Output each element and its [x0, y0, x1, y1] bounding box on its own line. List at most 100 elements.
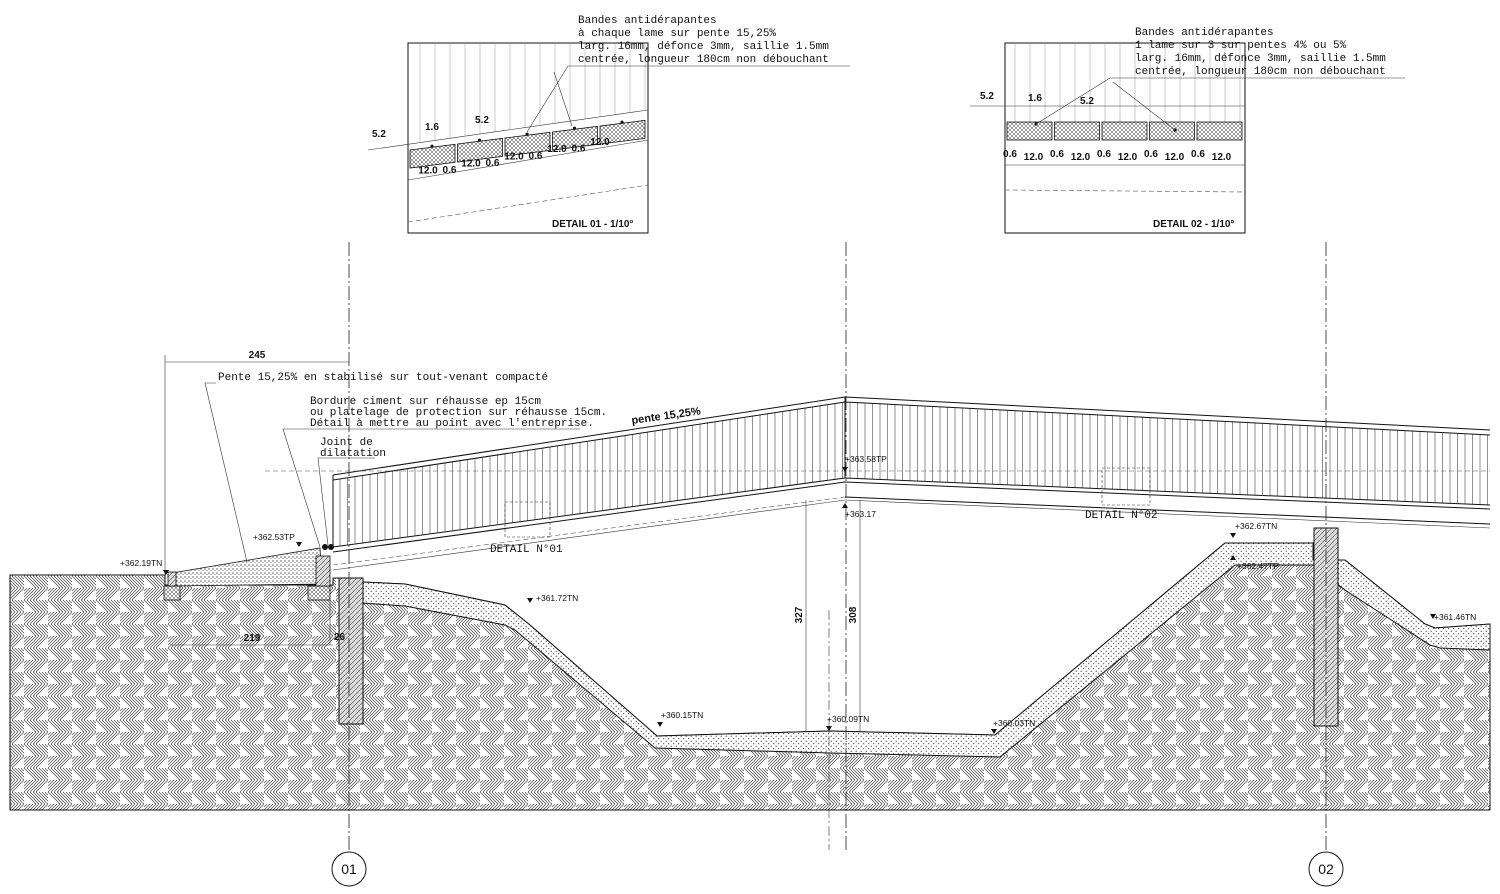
detail-01-note-1: Bandes antidérapantes — [578, 15, 717, 27]
fill-layer — [361, 542, 1491, 758]
axis-02-bubble — [1308, 851, 1344, 887]
note-bordure-2: ou platelage de protection sur réhausse … — [310, 407, 607, 419]
d2-dim-bottom: 12.0 — [1118, 152, 1138, 163]
level-l10: +362.47TP — [1230, 555, 1279, 571]
detail-01-note-2: à chaque lame sur pente 15,25% — [578, 28, 776, 40]
svg-text:+362.67TN: +362.67TN — [1235, 521, 1277, 531]
d1-dim-bottom: 0.6 — [443, 165, 457, 176]
axis-02-label: 02 — [1318, 861, 1334, 877]
svg-text:+361.46TN: +361.46TN — [1434, 612, 1476, 622]
d1-plank — [457, 137, 503, 163]
detail-01-note-3: larg. 16mm, défonce 3mm, saillie 1.5mm — [578, 41, 829, 53]
dim-327-label: 327 — [794, 606, 805, 623]
dim-219: 219 — [170, 633, 333, 646]
svg-text:+360.15TN: +360.15TN — [661, 710, 703, 720]
axis-01-label: 01 — [341, 861, 357, 877]
note-bordure-1: Bordure ciment sur réhausse ep 15cm — [310, 396, 541, 408]
d1-dim-bottom: 12.0 — [547, 144, 567, 155]
curb-block — [167, 571, 177, 587]
d1-plank — [504, 131, 551, 157]
leader-pente — [204, 382, 248, 563]
detail-02-ref: DETAIL N°02 — [1085, 510, 1158, 522]
detail-02-leader-b — [1112, 81, 1176, 131]
svg-text:+362.47TP: +362.47TP — [1237, 561, 1279, 571]
note-pente: Pente 15,25% en stabilisé sur tout-venan… — [218, 372, 548, 384]
level-l7: +360.09TN — [826, 714, 869, 731]
detail-02-note-1: Bandes antidérapantes — [1135, 27, 1274, 39]
d1-strip-marker — [525, 132, 529, 136]
svg-text:+363.17: +363.17 — [845, 509, 876, 519]
note-bordure-3: Détail à mettre au point avec l'entrepri… — [310, 418, 594, 430]
dim-219-label: 219 — [244, 633, 261, 644]
d1-dim-top-2: 1.6 — [425, 122, 439, 133]
d2-plank — [1101, 121, 1148, 141]
svg-text:+362.19TN: +362.19TN — [120, 558, 162, 568]
level-l6: +360.15TN — [657, 710, 703, 727]
d2-plank — [1054, 121, 1100, 141]
detail-01-leader-a — [526, 65, 850, 133]
detail-02-leader-a — [1035, 77, 1405, 125]
bordure-footing — [307, 585, 331, 601]
d1-dim-bottom: 0.6 — [486, 158, 500, 169]
d1-dim-bottom: 12.0 — [461, 159, 481, 170]
dim-245: 245 — [164, 350, 349, 575]
bordure-block — [315, 555, 331, 587]
svg-text:+360.03TN: +360.03TN — [993, 718, 1035, 728]
level-l11: +361.46TN — [1430, 612, 1476, 622]
d2-dim-bottom: 0.6 — [1191, 149, 1205, 160]
d2-dim-top-1: 5.2 — [980, 91, 994, 102]
svg-text:+361.72TN: +361.72TN — [536, 593, 578, 603]
d2-plank — [1006, 121, 1053, 141]
d2-dim-bottom: 12.0 — [1071, 152, 1091, 163]
pile-01 — [338, 577, 364, 725]
bridge-deck — [332, 477, 1491, 571]
d2-dim-top-3: 5.2 — [1080, 96, 1094, 107]
note-joint-2: dilatation — [320, 448, 386, 460]
d2-dim-bottom: 12.0 — [1212, 152, 1232, 163]
detail-02-caption: DETAIL 02 - 1/10° — [1153, 219, 1234, 230]
d2-dim-bottom: 12.0 — [1165, 152, 1185, 163]
curb-footing — [163, 585, 181, 601]
detail-01-ref: DETAIL N°01 — [490, 544, 563, 556]
detail-02-marker — [1101, 467, 1151, 506]
d1-dim-bottom: 0.6 — [572, 144, 586, 155]
d1-dim-bottom: 0.6 — [529, 151, 543, 162]
level-l5: +363.17 — [842, 503, 876, 519]
dim-245-label: 245 — [249, 350, 266, 361]
d1-strip-marker — [620, 120, 624, 124]
d2-dim-bottom: 12.0 — [1024, 152, 1044, 163]
d1-plank — [409, 143, 456, 169]
dim-308-label: 308 — [848, 606, 859, 623]
d2-dim-bottom: 0.6 — [1097, 149, 1111, 160]
detail-01-caption: DETAIL 01 - 1/10° — [552, 219, 633, 230]
dim-26-label: 26 — [334, 632, 346, 643]
pente-label: pente 15,25% — [631, 405, 702, 427]
d1-strip-marker — [430, 144, 434, 148]
d2-dim-top-2: 1.6 — [1028, 93, 1042, 104]
detail-02-note-2: 1 lame sur 3 sur pentes 4% ou 5% — [1135, 40, 1347, 52]
svg-text:+362.53TP: +362.53TP — [253, 532, 295, 542]
d1-strip-marker — [572, 126, 577, 130]
axis-01-bubble — [331, 851, 367, 887]
gravel-slope — [171, 547, 323, 587]
leader-joint — [317, 457, 375, 546]
d2-plank — [1149, 121, 1195, 141]
d2-dim-bottom: 0.6 — [1144, 149, 1158, 160]
level-l8: +360.03TN — [991, 718, 1035, 734]
detail-01-note-4: centrée, longueur 180cm non débouchant — [578, 54, 829, 66]
svg-text:+363.58TP: +363.58TP — [845, 454, 887, 464]
d1-dim-top-1: 5.2 — [372, 129, 386, 140]
d1-plank — [552, 125, 598, 151]
d2-plank — [1196, 121, 1243, 141]
level-l9: +362.67TN — [1230, 521, 1277, 538]
dim-327: 327 — [794, 500, 807, 731]
d1-dim-bottom: 12.0 — [590, 137, 610, 148]
d1-plank — [599, 119, 646, 145]
detail-01-marker — [504, 501, 551, 538]
note-joint-1: Joint de — [320, 437, 373, 449]
